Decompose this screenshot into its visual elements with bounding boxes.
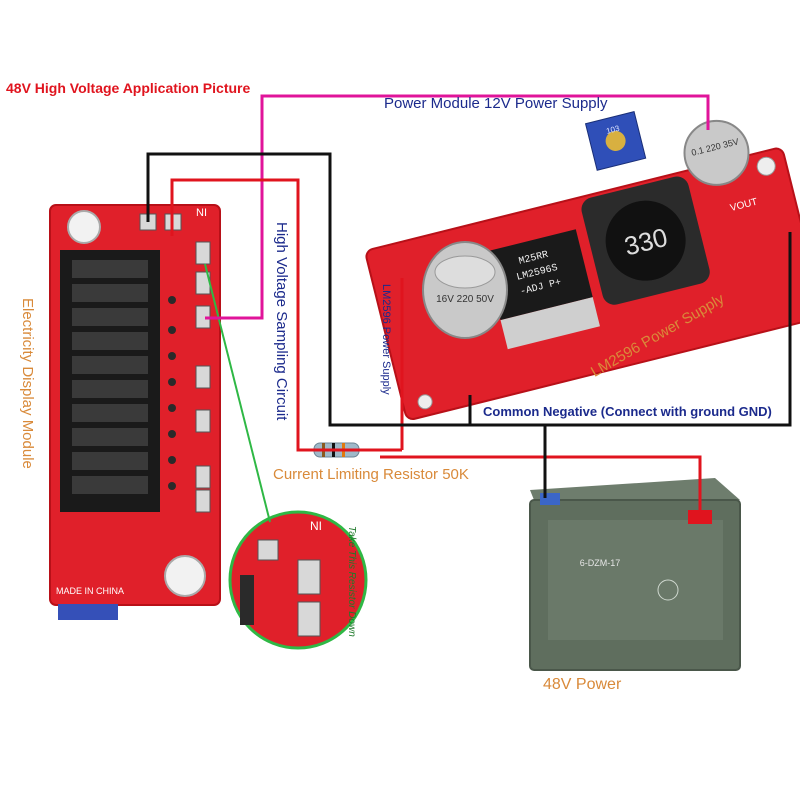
pot-label: 103 — [605, 124, 621, 136]
battery-power-label: 48V Power — [543, 676, 622, 693]
lm2596-input-capacitor: 16V 220 50V — [422, 241, 508, 339]
power-module-label: Power Module 12V Power Supply — [384, 95, 608, 112]
lm2596-vertical-label: LM2596 Power Supply — [380, 284, 392, 395]
high-voltage-sampling-label: High Voltage Sampling Circuit — [273, 222, 290, 421]
display-module: NI MADE IN CHINA — [49, 204, 221, 620]
red-wire-battery — [380, 455, 702, 514]
ni-zoom-label: NI — [310, 519, 322, 533]
battery-48v: 6-DZM-17 — [529, 478, 741, 671]
diagram-title: 48V High Voltage Application Picture — [6, 80, 251, 96]
red-wire-sampling — [170, 178, 402, 452]
display-components — [195, 241, 211, 513]
cap-left-label: 16V 220 50V — [436, 294, 494, 305]
lm2596-module: 330 M25RR LM2596S -ADJ P+ 0.1 220 35V 10… — [365, 111, 800, 421]
ni-main-label: NI — [196, 207, 207, 219]
black-wire-top — [146, 152, 792, 427]
common-negative-label: Common Negative (Connect with ground GND… — [483, 404, 772, 419]
made-in-china-label: MADE IN CHINA — [56, 586, 124, 596]
electricity-display-label: Electricity Display Module — [19, 298, 36, 469]
zoom-inset: NI — [228, 510, 368, 650]
zoom-pointer-line — [204, 263, 271, 523]
pink-wire — [205, 94, 710, 320]
battery-model-label: 6-DZM-17 — [580, 558, 621, 568]
led-bar-segments — [72, 260, 148, 494]
take-resistor-label: Take This Resistor Down — [346, 526, 357, 637]
current-limiting-label: Current Limiting Resistor 50K — [273, 466, 469, 483]
